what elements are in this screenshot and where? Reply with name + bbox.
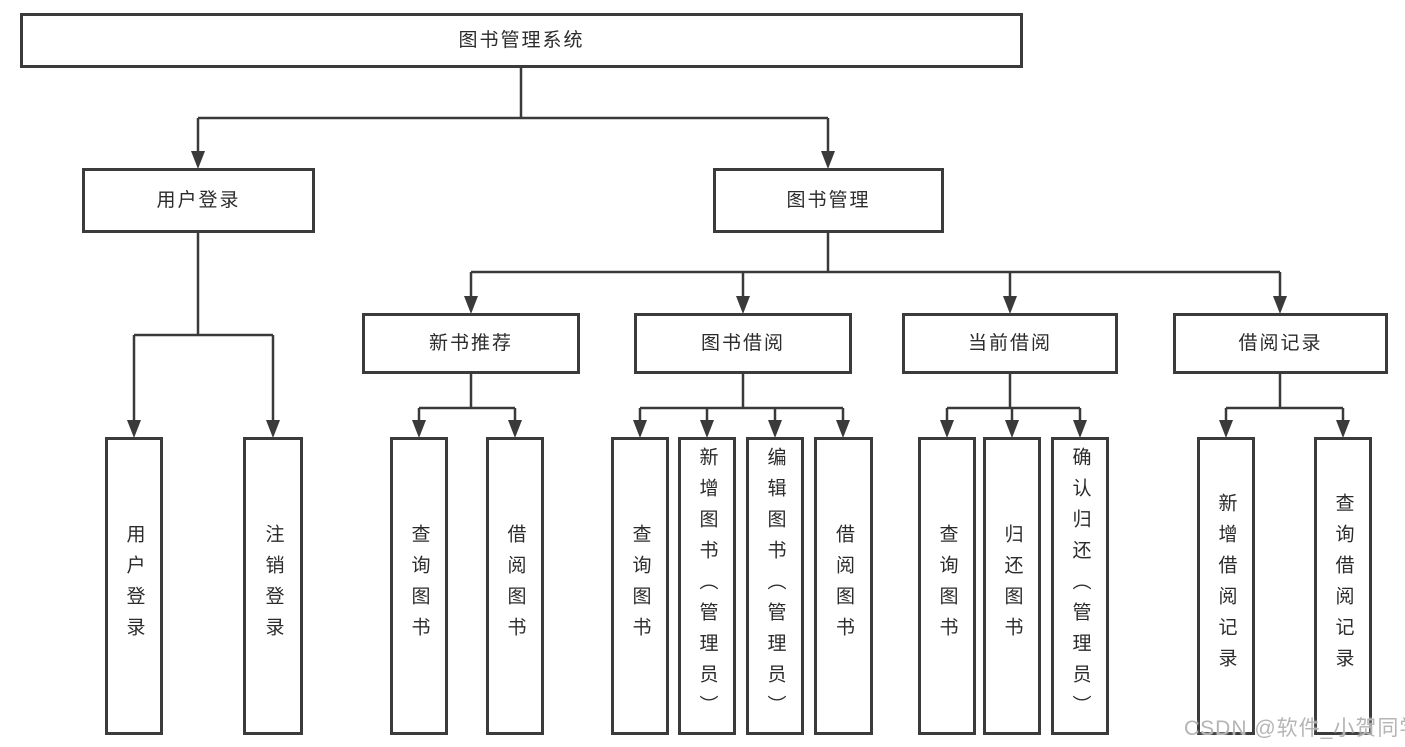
leaf-user-login: 用户登录 [105, 437, 163, 735]
node-label: 编辑图书（管理员） [764, 446, 786, 726]
node-label: 查询图书 [629, 524, 651, 648]
node-book-management-branch: 图书管理 [713, 168, 944, 233]
node-label: 用户登录 [123, 524, 145, 648]
node-label: 查询借阅记录 [1332, 493, 1354, 679]
leaf-borrow-books: 借阅图书 [814, 437, 873, 735]
leaf-return-books: 归还图书 [983, 437, 1041, 735]
node-user-login-branch: 用户登录 [82, 168, 315, 233]
node-label: 借阅记录 [1238, 333, 1323, 354]
node-library-management-system: 图书管理系统 [20, 13, 1023, 68]
leaf-query-books-borrow: 查询图书 [611, 437, 669, 735]
leaf-borrow-books-recommend: 借阅图书 [486, 437, 544, 735]
node-new-book-recommend: 新书推荐 [362, 313, 580, 374]
leaf-query-borrow-record: 查询借阅记录 [1314, 437, 1372, 735]
node-label: 查询图书 [408, 524, 430, 648]
node-current-borrow: 当前借阅 [902, 313, 1118, 374]
node-label: 图书管理系统 [458, 30, 585, 51]
node-label: 注销登录 [262, 524, 284, 648]
node-label: 图书管理 [786, 190, 871, 211]
leaf-add-books-admin: 新增图书（管理员） [678, 437, 736, 735]
leaf-add-borrow-record: 新增借阅记录 [1197, 437, 1255, 735]
leaf-logout: 注销登录 [243, 437, 303, 735]
node-label: 确认归还（管理员） [1069, 446, 1091, 726]
node-borrow-records: 借阅记录 [1173, 313, 1388, 374]
leaf-query-books-recommend: 查询图书 [390, 437, 448, 735]
leaf-query-books-current: 查询图书 [918, 437, 976, 735]
node-label: 新书推荐 [428, 333, 513, 354]
node-label: 新增图书（管理员） [696, 446, 718, 726]
node-book-borrow: 图书借阅 [634, 313, 852, 374]
csdn-watermark: CSDN @软件_小贺同学 [1184, 717, 1405, 740]
leaf-confirm-return-admin: 确认归还（管理员） [1051, 437, 1109, 735]
node-label: 新增借阅记录 [1215, 493, 1237, 679]
leaf-edit-books-admin: 编辑图书（管理员） [746, 437, 804, 735]
node-label: 借阅图书 [833, 524, 854, 648]
node-label: 图书借阅 [700, 333, 785, 354]
node-label: 用户登录 [156, 190, 241, 211]
node-label: 借阅图书 [504, 524, 526, 648]
node-label: 查询图书 [936, 524, 958, 648]
node-label: 归还图书 [1001, 524, 1023, 648]
node-label: 当前借阅 [967, 333, 1052, 354]
